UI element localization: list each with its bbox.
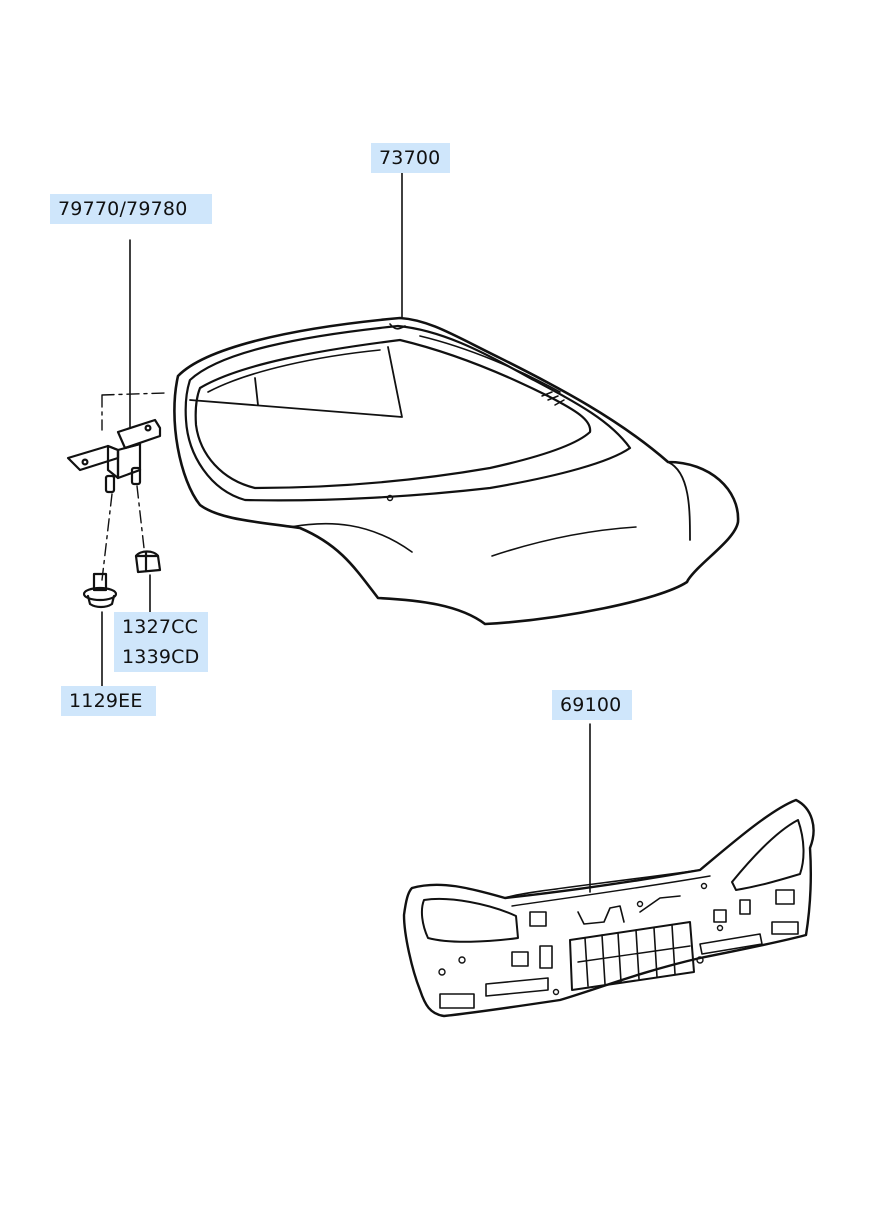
tailgate-drawing	[173, 169, 740, 626]
part-number-1327cc[interactable]: 1327CC	[114, 612, 208, 642]
part-number-73700[interactable]: 73700	[371, 143, 450, 173]
part-number-1129ee[interactable]: 1129EE	[61, 686, 156, 716]
back-panel-drawing	[402, 723, 815, 1018]
hex-nut-drawing	[134, 550, 162, 613]
part-number-69100[interactable]: 69100	[552, 690, 632, 720]
flange-bolt-drawing	[82, 572, 118, 689]
hinge-drawing	[66, 239, 166, 581]
part-number-79770-79780[interactable]: 79770/79780	[50, 194, 212, 224]
part-number-1339cd[interactable]: 1339CD	[114, 642, 208, 672]
